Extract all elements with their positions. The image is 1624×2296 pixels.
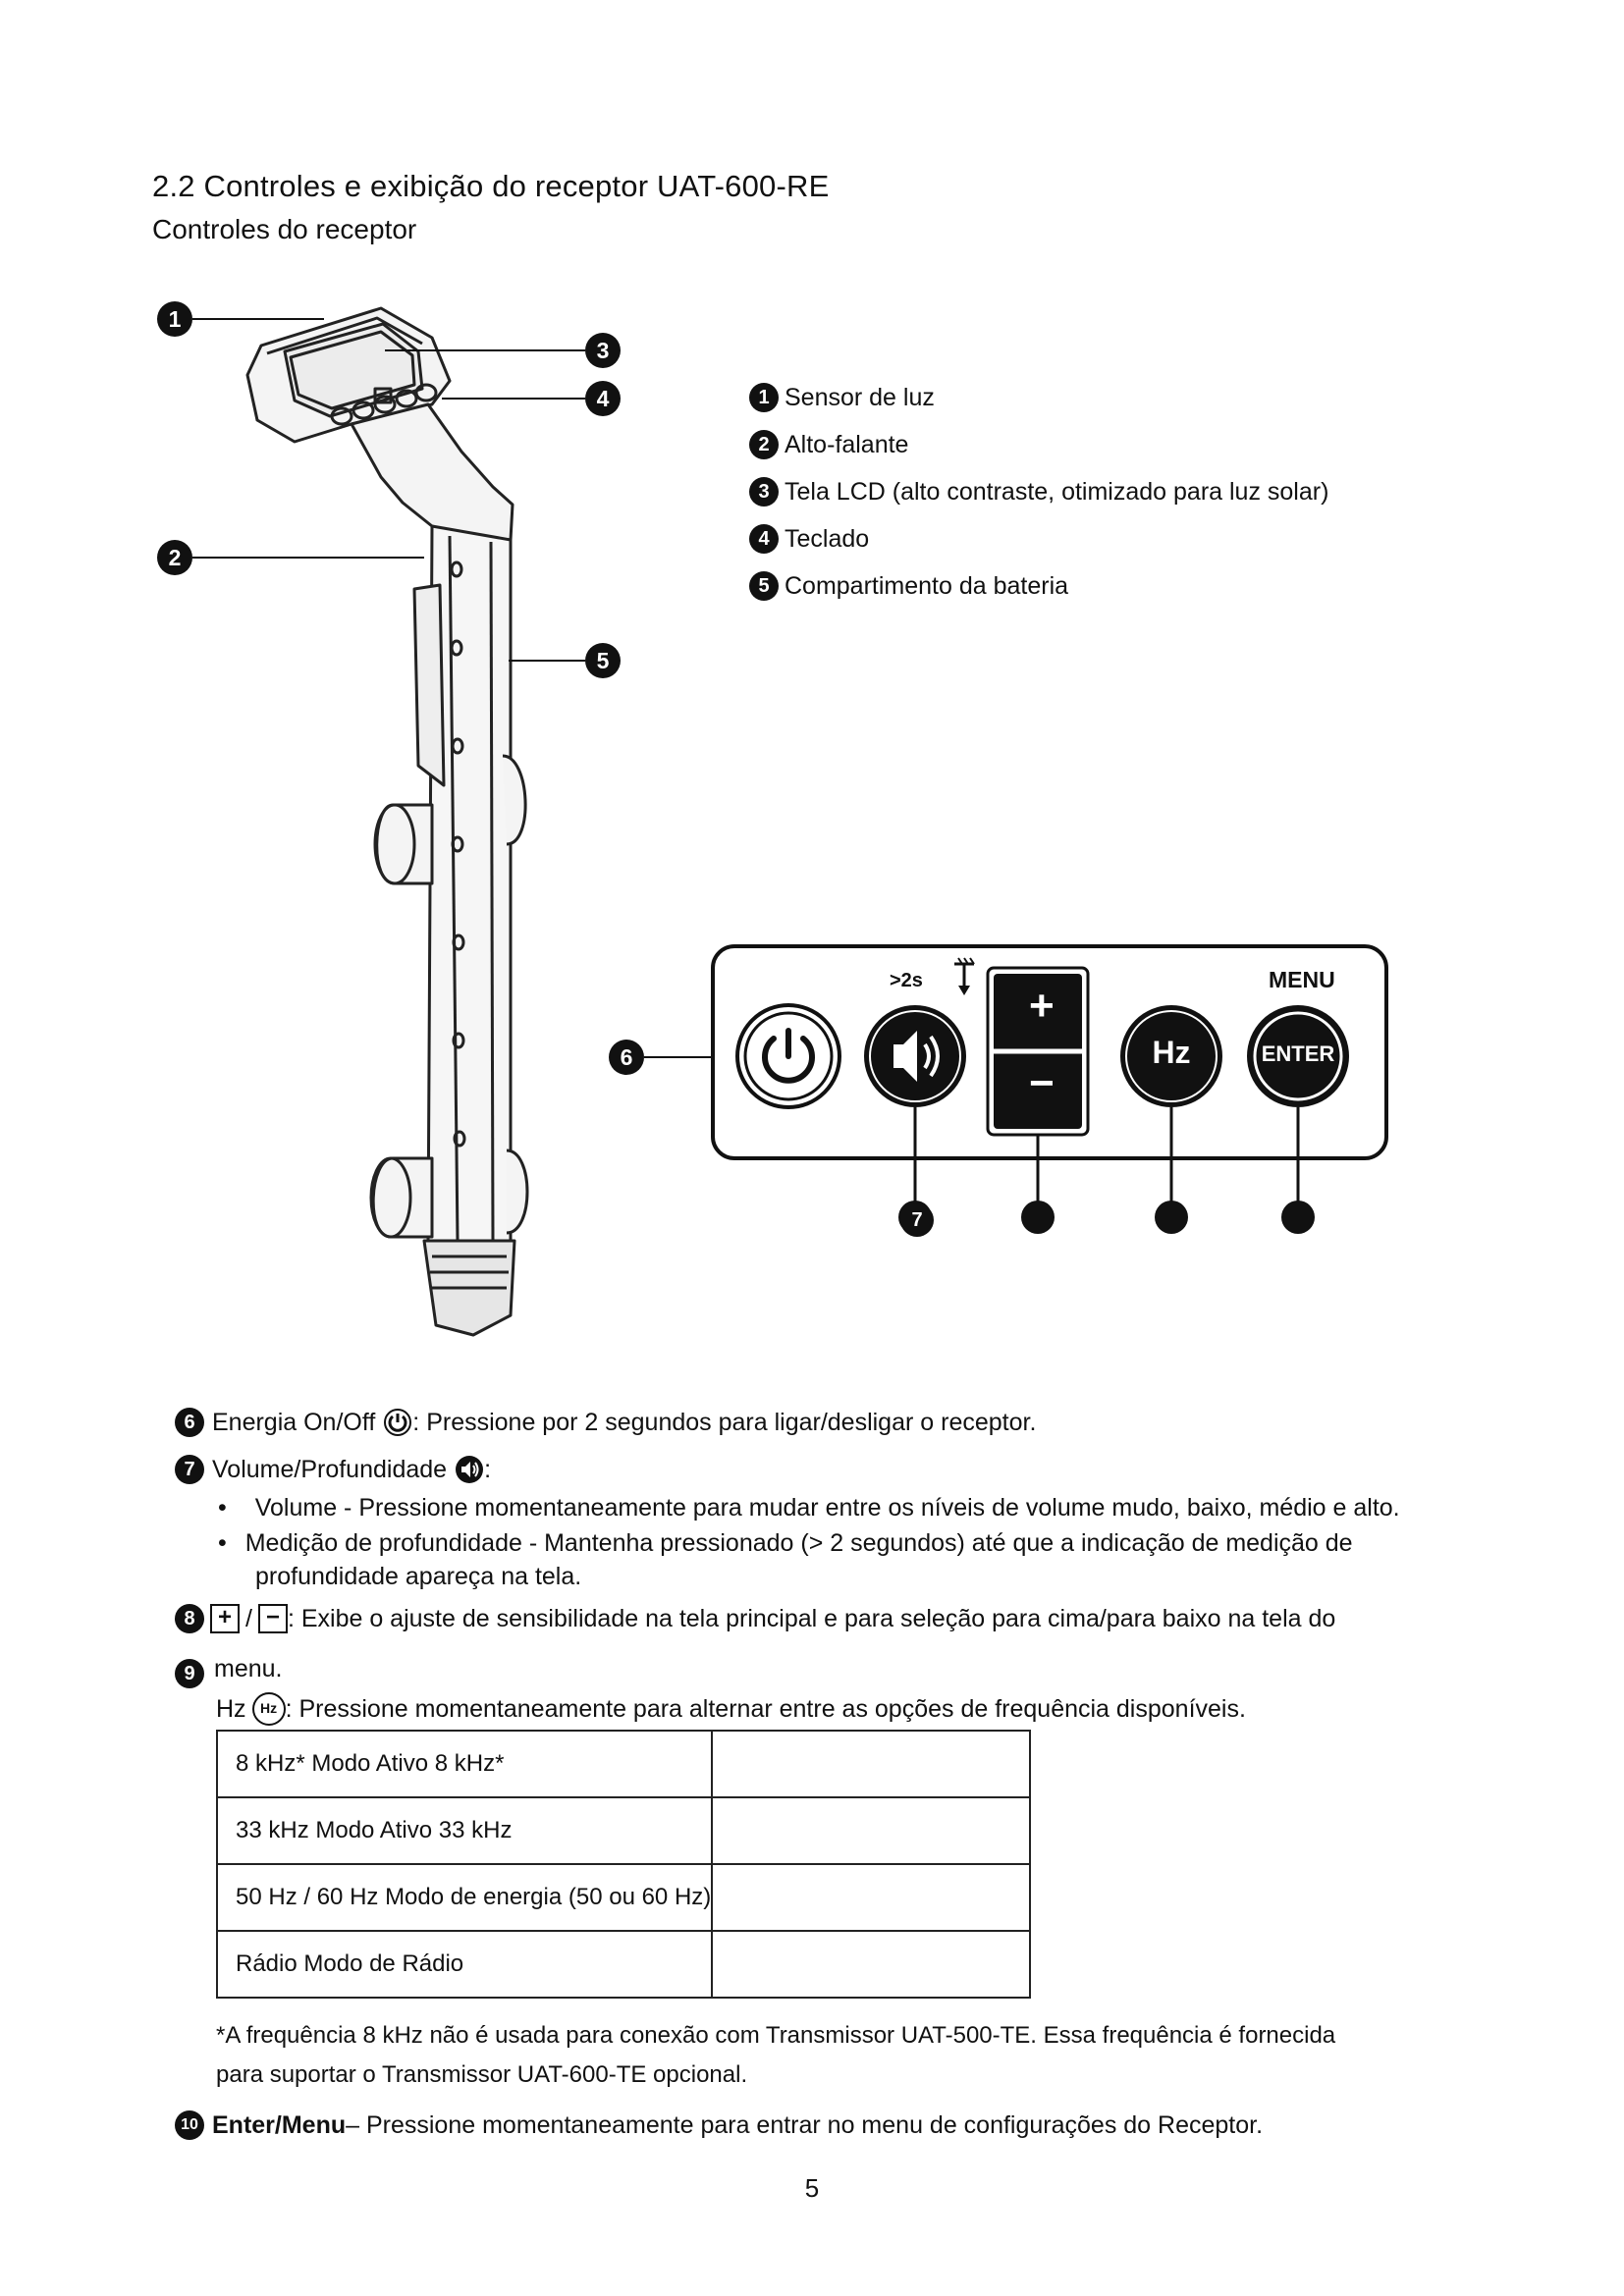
legend-label-2: Alto-falante [785, 430, 909, 458]
hz-line-label: Hz [216, 1694, 246, 1723]
bullet-volume: • Volume - Pressione momentaneamente par… [218, 1494, 1400, 1522]
table-row: Rádio Modo de Rádio [215, 1930, 1031, 1999]
callout-2: 2 [157, 540, 192, 575]
table-row: 33 kHz Modo Ativo 33 kHz [215, 1796, 1031, 1865]
legend-label-3: Tela LCD (alto contraste, otimizado para… [785, 477, 1329, 506]
table-cell [711, 1730, 1031, 1798]
footnote-line-2: para suportar o Transmissor UAT-600-TE o… [216, 2061, 748, 2088]
item-8-slash: / [245, 1604, 252, 1632]
bullet-depth-continued: profundidade apareça na tela. [255, 1563, 582, 1590]
plus-key-label: + [1029, 982, 1055, 1030]
table-cell [711, 1796, 1031, 1865]
page-number: 5 [804, 2173, 820, 2203]
item-enter: 10 Enter/Menu – Pressione momentaneament… [175, 2110, 1263, 2140]
item-8-text: : Exibe o ajuste de sensibilidade na tel… [287, 1604, 1336, 1632]
item-8-num: 8 [175, 1604, 204, 1633]
legend-num-1: 1 [749, 383, 779, 412]
legend-item-1: 1 Sensor de luz [749, 383, 935, 412]
table-cell: 50 Hz / 60 Hz Modo de energia (50 ou 60 … [215, 1863, 714, 1932]
item-10-title: Enter/Menu [212, 2110, 347, 2139]
table-row: 50 Hz / 60 Hz Modo de energia (50 ou 60 … [215, 1863, 1031, 1932]
legend-num-3: 3 [749, 477, 779, 507]
bullet-depth: • Medição de profundidade - Mantenha pre… [218, 1529, 1353, 1558]
table-cell [711, 1863, 1031, 1932]
item-10-num: 10 [175, 2110, 204, 2140]
item-9-num: 9 [175, 1659, 204, 1688]
legend-label-1: Sensor de luz [785, 383, 935, 411]
callout-5: 5 [585, 643, 621, 678]
table-cell: Rádio Modo de Rádio [215, 1930, 714, 1999]
table-cell [711, 1930, 1031, 1999]
item-10-text: – Pressione momentaneamente para entrar … [346, 2110, 1264, 2139]
section-heading: 2.2 Controles e exibição do receptor UAT… [152, 169, 830, 203]
callout-3: 3 [585, 333, 621, 368]
freq-row-3: 50 Hz / 60 Hz Modo de energia (50 ou 60 … [236, 1884, 712, 1910]
hold-label: >2s [890, 970, 923, 991]
legend-item-4: 4 Teclado [749, 524, 869, 554]
bullet-dot: • [218, 1494, 227, 1522]
freq-row-1: 8 kHz* Modo Ativo 8 kHz* [236, 1750, 505, 1777]
bullet-volume-text: Volume - Pressione momentaneamente para … [254, 1494, 1400, 1522]
legend-label-4: Teclado [785, 524, 870, 553]
legend-item-5: 5 Compartimento da bateria [749, 571, 1068, 601]
power-icon [384, 1409, 412, 1436]
menu-label: MENU [1269, 967, 1335, 992]
bullet-dot: • [218, 1529, 227, 1557]
legend-num-2: 2 [749, 430, 779, 459]
enter-key-label: ENTER [1261, 1041, 1335, 1066]
minus-key-icon: − [257, 1604, 288, 1633]
item-power: 6 Energia On/Off : Pressione por 2 segun… [175, 1408, 1036, 1437]
frequency-table: 8 kHz* Modo Ativo 8 kHz* 33 kHz Modo Ati… [215, 1730, 1031, 1999]
hz-key-label: Hz [1152, 1035, 1191, 1070]
freq-row-4: Rádio Modo de Rádio [236, 1950, 464, 1977]
legend-num-4: 4 [749, 524, 779, 554]
item-7-num: 7 [175, 1455, 204, 1484]
callout-1: 1 [157, 301, 192, 337]
item-menu: 9 menu. [175, 1649, 282, 1688]
hz-line-text: : Pressione momentaneamente para alterna… [285, 1694, 1246, 1723]
legend-item-3: 3 Tela LCD (alto contraste, otimizado pa… [749, 477, 1328, 507]
freq-row-2: 33 kHz Modo Ativo 33 kHz [236, 1817, 513, 1843]
item-6-title: Energia On/Off [212, 1408, 376, 1436]
legend-item-2: 2 Alto-falante [749, 430, 908, 459]
section-subheading: Controles do receptor [152, 214, 417, 244]
receiver-illustration [245, 306, 529, 1337]
hz-icon: Hz [251, 1692, 286, 1726]
volume-icon [456, 1456, 484, 1483]
footnote-line-1: *A frequência 8 kHz não é usada para con… [216, 2022, 1336, 2049]
table-cell: 8 kHz* Modo Ativo 8 kHz* [215, 1730, 714, 1798]
table-cell: 33 kHz Modo Ativo 33 kHz [215, 1796, 714, 1865]
keypad-diagram [711, 944, 1388, 1234]
item-7-text: : [484, 1455, 492, 1483]
item-hz: Hz Hz : Pressione momentaneamente para a… [216, 1692, 1246, 1726]
callout-7: 7 [900, 1203, 934, 1237]
item-9-text: menu. [214, 1654, 283, 1682]
legend-num-5: 5 [749, 571, 779, 601]
plus-key-icon: + [210, 1604, 240, 1633]
item-sensitivity: 8 + / − : Exibe o ajuste de sensibilidad… [175, 1604, 1335, 1633]
callout-6: 6 [609, 1040, 644, 1075]
minus-key-label: − [1029, 1059, 1055, 1107]
table-row: 8 kHz* Modo Ativo 8 kHz* [215, 1730, 1031, 1798]
item-volume: 7 Volume/Profundidade : [175, 1455, 491, 1484]
item-6-num: 6 [175, 1408, 204, 1437]
item-7-title: Volume/Profundidade [212, 1455, 448, 1483]
bullet-depth-text: Medição de profundidade - Mantenha press… [244, 1529, 1353, 1557]
legend-label-5: Compartimento da bateria [785, 571, 1069, 600]
item-6-text: : Pressione por 2 segundos para ligar/de… [412, 1408, 1037, 1436]
callout-4: 4 [585, 381, 621, 416]
